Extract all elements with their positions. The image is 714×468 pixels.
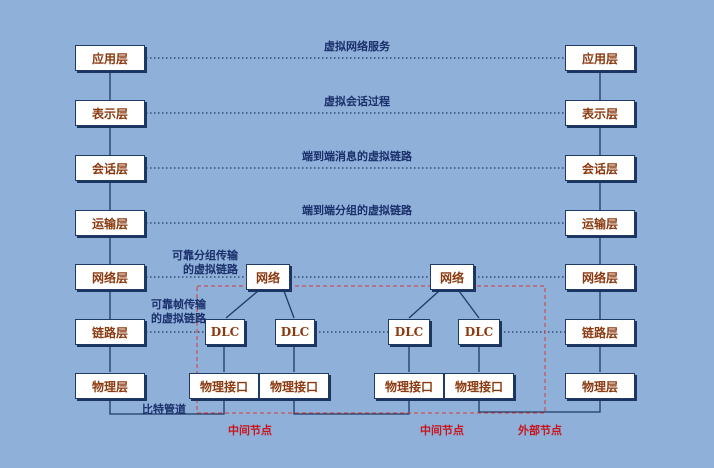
network-virtual-link-label: 可靠分组传输 的虚拟链路 xyxy=(172,249,238,276)
node-b-network: 网络 xyxy=(430,264,474,290)
external-node-label: 外部节点 xyxy=(518,424,562,437)
node-b-dlc-right: DLC xyxy=(458,319,500,345)
virtual-link-label-session: 端到端消息的虚拟链路 xyxy=(302,150,412,163)
node-b-phys-if-right: 物理接口 xyxy=(444,373,514,399)
node-b-dlc-left: DLC xyxy=(388,319,430,345)
node-a-phys-if-left: 物理接口 xyxy=(189,373,259,399)
left-layer-presentation: 表示层 xyxy=(75,100,145,126)
right-layer-physical: 物理层 xyxy=(565,373,635,399)
node-a-network: 网络 xyxy=(246,264,290,290)
left-layer-transport: 运输层 xyxy=(75,210,145,236)
node-b-phys-if-left: 物理接口 xyxy=(374,373,444,399)
right-layer-link: 链路层 xyxy=(565,319,635,345)
left-layer-application: 应用层 xyxy=(75,45,145,71)
left-layer-network: 网络层 xyxy=(75,264,145,290)
right-layer-network: 网络层 xyxy=(565,264,635,290)
middle-node-label-1: 中间节点 xyxy=(228,424,272,437)
right-layer-session: 会话层 xyxy=(565,155,635,181)
left-layer-physical: 物理层 xyxy=(75,373,145,399)
bit-pipe-label: 比特管道 xyxy=(142,403,186,416)
left-layer-link: 链路层 xyxy=(75,319,145,345)
node-a-phys-if-right: 物理接口 xyxy=(259,373,329,399)
virtual-link-label-presentation: 虚拟会话过程 xyxy=(324,95,390,108)
node-a-dlc-left: DLC xyxy=(205,319,245,345)
left-layer-session: 会话层 xyxy=(75,155,145,181)
virtual-link-label-application: 虚拟网络服务 xyxy=(324,40,390,53)
middle-node-label-2: 中间节点 xyxy=(420,424,464,437)
virtual-link-label-transport: 端到端分组的虚拟链路 xyxy=(302,204,412,217)
node-a-dlc-right: DLC xyxy=(275,319,315,345)
right-layer-application: 应用层 xyxy=(565,45,635,71)
right-layer-presentation: 表示层 xyxy=(565,100,635,126)
link-virtual-link-label: 可靠帧传输 的虚拟链路 xyxy=(151,298,206,325)
right-layer-transport: 运输层 xyxy=(565,210,635,236)
